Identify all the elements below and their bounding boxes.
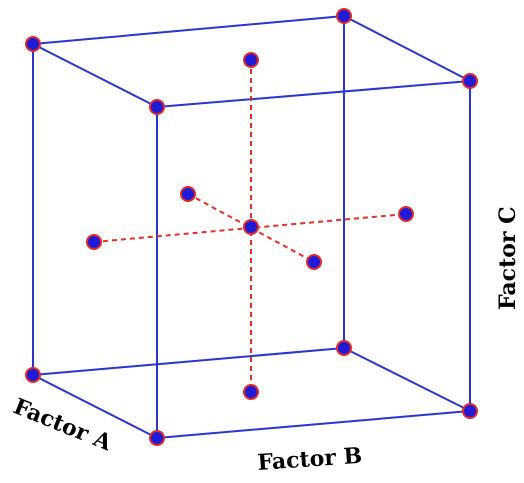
cube-point <box>149 430 165 446</box>
cube-point <box>25 36 41 52</box>
cube-points <box>25 8 478 446</box>
cube-edge-top-left <box>32 43 158 108</box>
cube-point <box>336 8 352 24</box>
axial-point <box>243 384 259 400</box>
cube-point <box>462 73 478 89</box>
cube-point <box>149 99 165 115</box>
cube-edge-back-bottom <box>32 347 345 376</box>
cube-edge-front-bottom <box>156 410 471 439</box>
label-factor-c: Factor C <box>495 206 521 310</box>
cube-edge-bottom-left <box>32 374 158 439</box>
label-factor-a: Factor A <box>10 393 116 456</box>
cube-point <box>462 403 478 419</box>
cube-point <box>336 340 352 356</box>
axis-line-factor-a <box>187 193 315 263</box>
label-factor-b: Factor B <box>257 443 363 476</box>
cube-edges <box>32 15 471 439</box>
axial-point <box>243 52 259 68</box>
axial-point <box>306 254 322 270</box>
center-point <box>243 219 259 235</box>
axial-point <box>398 206 414 222</box>
cube-edge-back-top <box>32 15 345 45</box>
axial-points <box>86 52 414 400</box>
cube-edge-bottom-right <box>343 347 471 412</box>
cube-edge-front-top <box>156 80 471 108</box>
axial-point <box>180 186 196 202</box>
axial-point <box>86 234 102 250</box>
cube-edge-top-right <box>343 15 471 82</box>
cube-point <box>25 367 41 383</box>
